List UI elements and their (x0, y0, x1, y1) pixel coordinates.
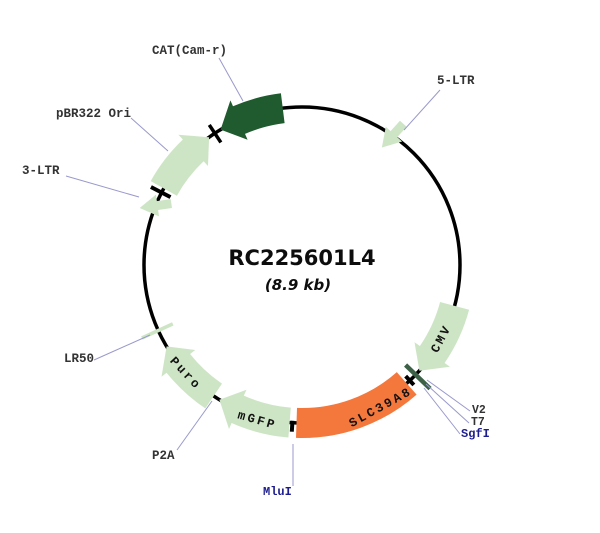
leader-line-lr50 (93, 334, 151, 361)
feature-arc-cat (220, 93, 285, 140)
leader-line-5-ltr (403, 89, 441, 131)
leader-line-t7 (425, 383, 470, 424)
feature-label-pbr322-ori: pBR322 Ori (56, 107, 132, 121)
leader-line-3-ltr (65, 175, 140, 198)
feature-label-sgfi: SgfI (461, 427, 490, 441)
feature-label-5-ltr: 5-LTR (437, 74, 475, 88)
leader-line-p2a (176, 400, 213, 451)
leader-line-v2 (426, 379, 471, 412)
feature-arrow-5-ltr (381, 120, 407, 148)
site-tick-cat-junction-tick (207, 123, 223, 144)
plasmid-size: (8.9 kb) (264, 276, 332, 294)
feature-label-mlui: MluI (263, 485, 292, 499)
leader-line-sgfi (423, 387, 461, 435)
feature-label-3-ltr: 3-LTR (22, 164, 60, 178)
site-tick-ori-junction-tick (150, 185, 172, 199)
feature-label-p2a: P2A (152, 449, 175, 463)
feature-arrow-3-ltr (139, 194, 172, 217)
site-tick-tag-sliver (404, 363, 432, 391)
feature-arc-puro (161, 346, 222, 409)
feature-label-v2: V2 (472, 404, 486, 417)
site-tick-lr50-site-tick (141, 322, 174, 340)
feature-arc-mgfp (219, 389, 291, 438)
feature-label-cat: CAT(Cam-r) (152, 44, 228, 58)
feature-arc-cmv (414, 302, 470, 371)
site-tick-sgfi-site-tick (404, 374, 416, 387)
site-tick-mlui-site-tick (289, 420, 295, 432)
feature-arc-pbr322-ori (150, 134, 210, 196)
feature-label-t7: T7 (471, 416, 485, 429)
feature-arc-slc39a8 (296, 372, 417, 439)
feature-label-lr50: LR50 (64, 352, 95, 366)
leader-line-pbr322-ori (130, 117, 169, 152)
leader-line-cat (218, 57, 244, 102)
plasmid-name: RC225601L4 (228, 246, 376, 270)
